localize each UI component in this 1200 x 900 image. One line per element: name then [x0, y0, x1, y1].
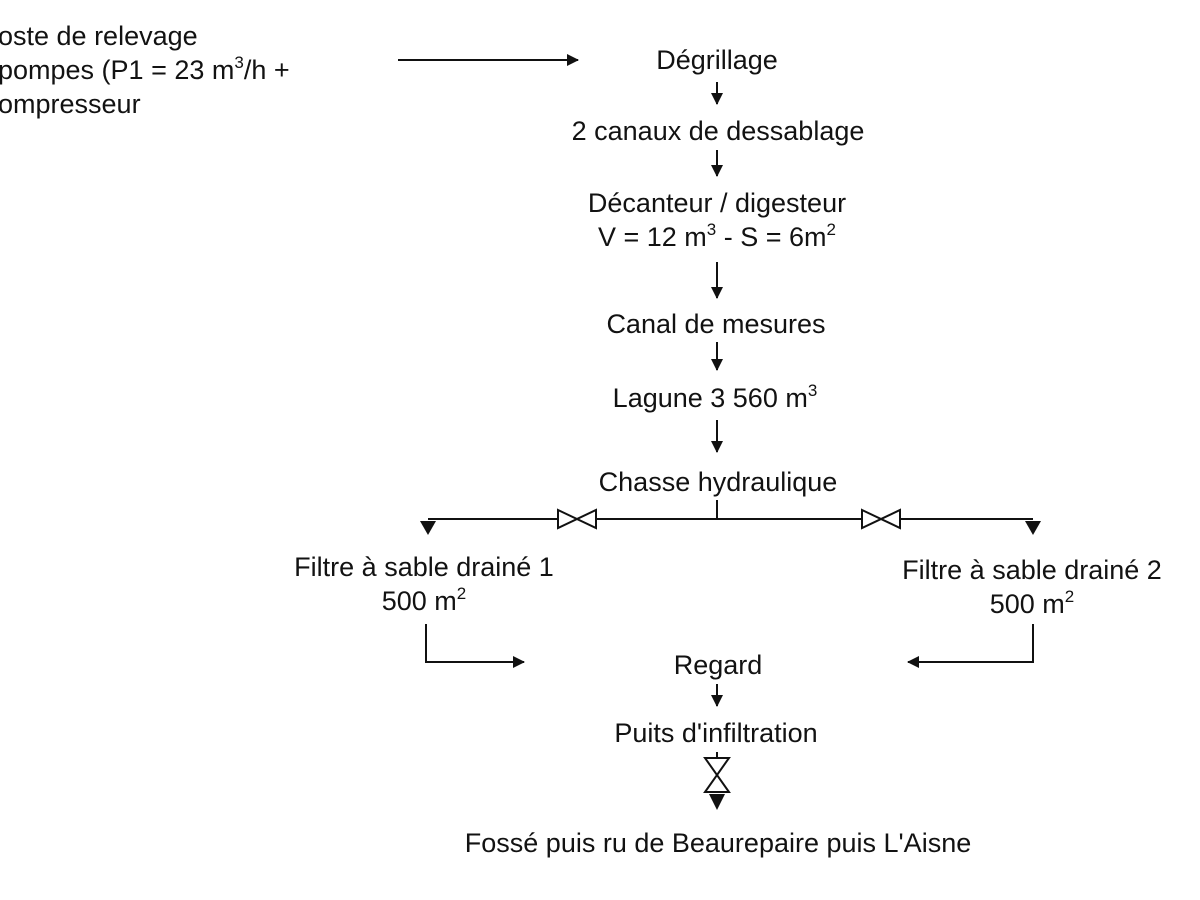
source-line-2: pompes (P1 = 23 m3/h + [0, 53, 290, 85]
filtre-2-title: Filtre à sable drainé 2 [902, 555, 1162, 585]
valve-left-icon [557, 508, 597, 530]
arrowhead-to-filter-2 [1025, 521, 1041, 535]
decanteur-title: Décanteur / digesteur [587, 188, 847, 218]
node-dessablage: 2 canaux de dessablage [571, 116, 865, 146]
node-chasse-hydraulique: Chasse hydraulique [598, 467, 838, 497]
filtre-2-area: 500 m2 [989, 587, 1075, 619]
node-filtre-1: Filtre à sable drainé 1 500 m2 [294, 550, 554, 618]
node-canal-mesures: Canal de mesures [606, 309, 826, 339]
node-outlet: Fossé puis ru de Beaurepaire puis L'Aisn… [464, 828, 972, 858]
node-puits-infiltration: Puits d'infiltration [614, 718, 818, 748]
filtre-1-area: 500 m2 [381, 584, 467, 616]
node-filtre-2: Filtre à sable drainé 2 500 m2 [902, 553, 1162, 621]
source-line-3: ompresseur [0, 89, 141, 119]
decanteur-specs: V = 12 m3 - S = 6m2 [597, 220, 837, 252]
arrowhead-to-outlet [709, 794, 725, 810]
arrow-filter1-to-regard [425, 624, 525, 668]
source-line-1: oste de relevage [0, 21, 198, 51]
valve-right-icon [861, 508, 901, 530]
node-degrillage: Dégrillage [656, 45, 778, 75]
valve-outlet-icon [703, 757, 731, 793]
source-node: oste de relevage pompes (P1 = 23 m3/h + … [0, 19, 290, 121]
node-decanteur: Décanteur / digesteur V = 12 m3 - S = 6m… [588, 186, 846, 254]
arrowhead-to-filter-1 [420, 521, 436, 535]
filtre-1-title: Filtre à sable drainé 1 [294, 552, 554, 582]
node-lagune: Lagune 3 560 m3 [612, 381, 818, 413]
arrow-filter2-to-regard [907, 624, 1034, 668]
node-regard: Regard [673, 650, 763, 680]
